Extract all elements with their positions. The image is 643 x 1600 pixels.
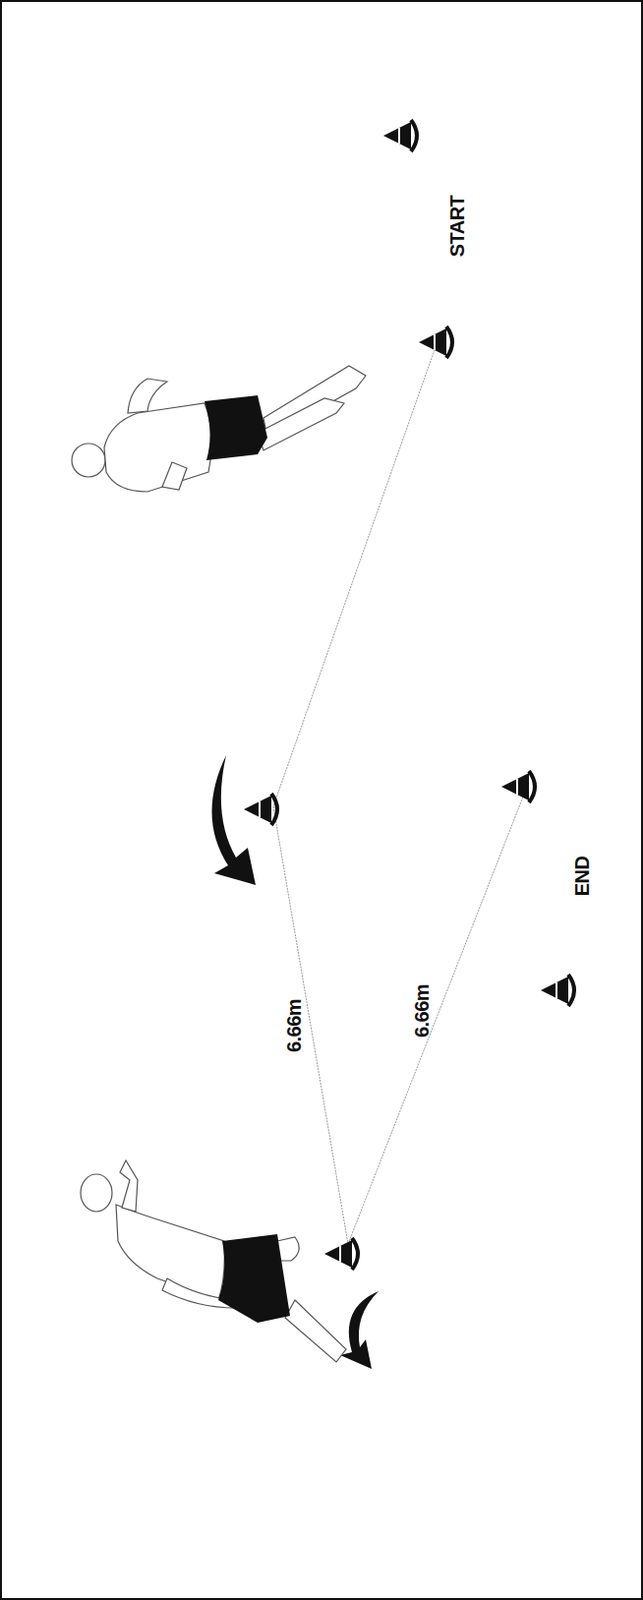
drill-label: END xyxy=(572,856,592,897)
drill-label: 6.66m xyxy=(284,998,304,1053)
drill-label: START xyxy=(447,195,468,258)
drill-label: 6.66m xyxy=(411,984,432,1038)
